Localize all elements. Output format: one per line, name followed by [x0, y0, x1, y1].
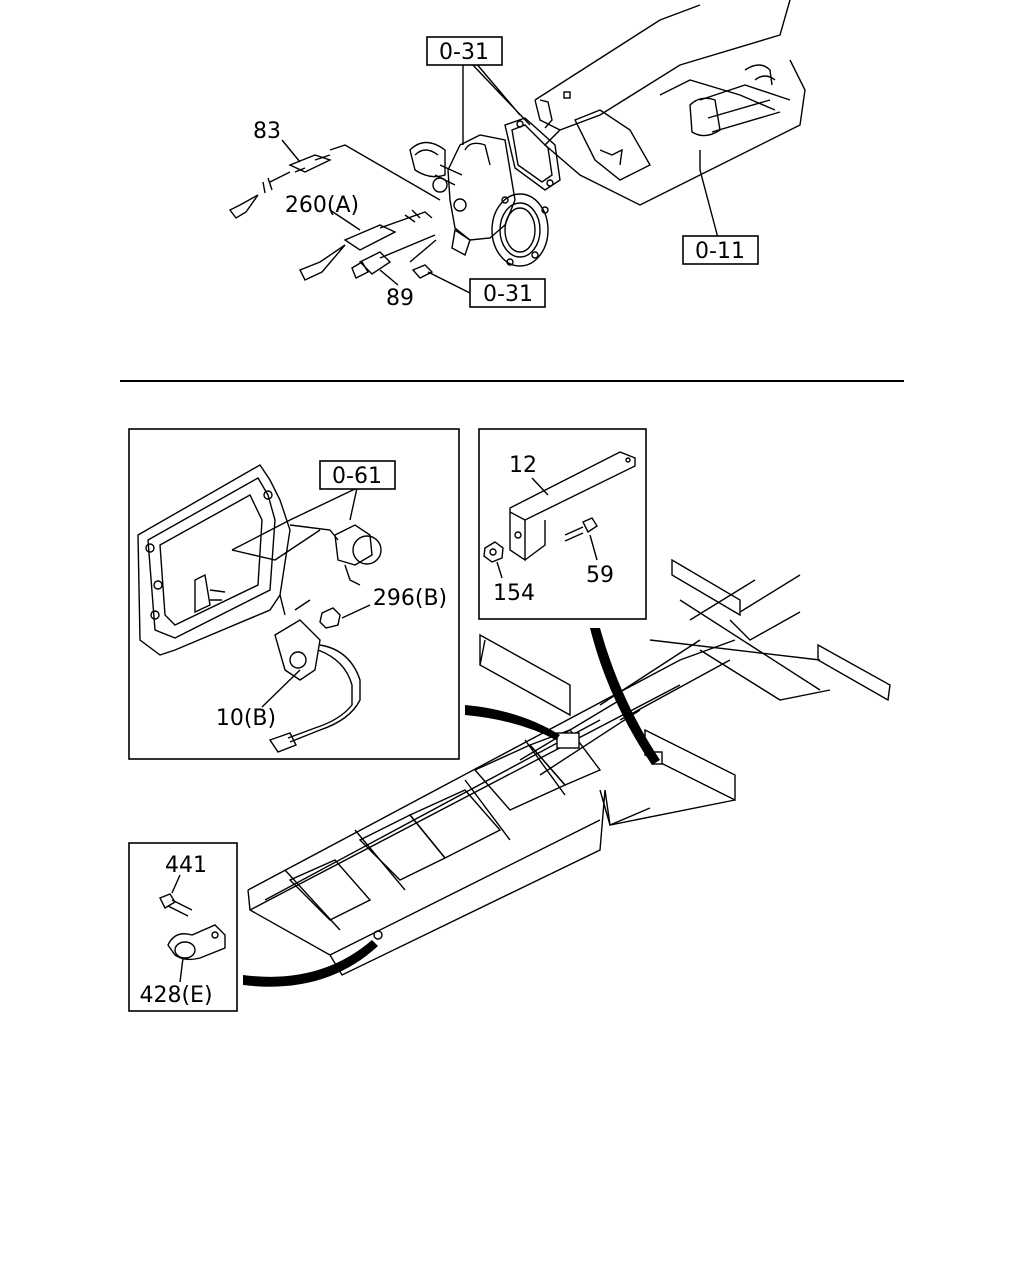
pointer-arrow-top — [590, 628, 660, 765]
part-428e-label: 428(E) — [139, 983, 212, 1008]
part-441-label: 441 — [165, 853, 207, 878]
sensor-83-drawing — [228, 154, 332, 219]
part-154-label: 154 — [493, 581, 535, 606]
ref-0-61-text: 0-61 — [332, 464, 382, 489]
chassis-frame-drawing — [247, 558, 891, 976]
part-59-label: 59 — [586, 563, 614, 588]
sensor-260a-drawing — [299, 209, 433, 281]
part-89-label: 89 — [386, 286, 414, 311]
label-ref-0-11: 0-11 — [682, 235, 759, 265]
part-10b-label: 10(B) — [216, 706, 276, 731]
label-ref-0-61: 0-61 — [319, 460, 396, 490]
top-assembly-drawing — [228, 0, 806, 294]
ref-0-11-text: 0-11 — [695, 239, 745, 264]
label-ref-0-31-bottom: 0-31 — [469, 278, 546, 308]
ref-0-31-bottom-text: 0-31 — [483, 282, 533, 307]
inset-clamp — [128, 842, 238, 1012]
pointer-arrow-left — [465, 705, 560, 740]
part-260a-label: 260(A) — [285, 193, 359, 218]
pointer-arrow-bottom — [243, 940, 378, 987]
part-12-label: 12 — [509, 453, 537, 478]
ref-0-31-top-text: 0-31 — [439, 40, 489, 65]
sensor-89-drawing — [351, 234, 436, 279]
inset-relay — [128, 428, 460, 760]
part-296b-label: 296(B) — [373, 586, 447, 611]
label-ref-0-31-top: 0-31 — [426, 36, 503, 66]
part-83-label: 83 — [253, 119, 281, 144]
inset-bracket — [478, 428, 647, 620]
